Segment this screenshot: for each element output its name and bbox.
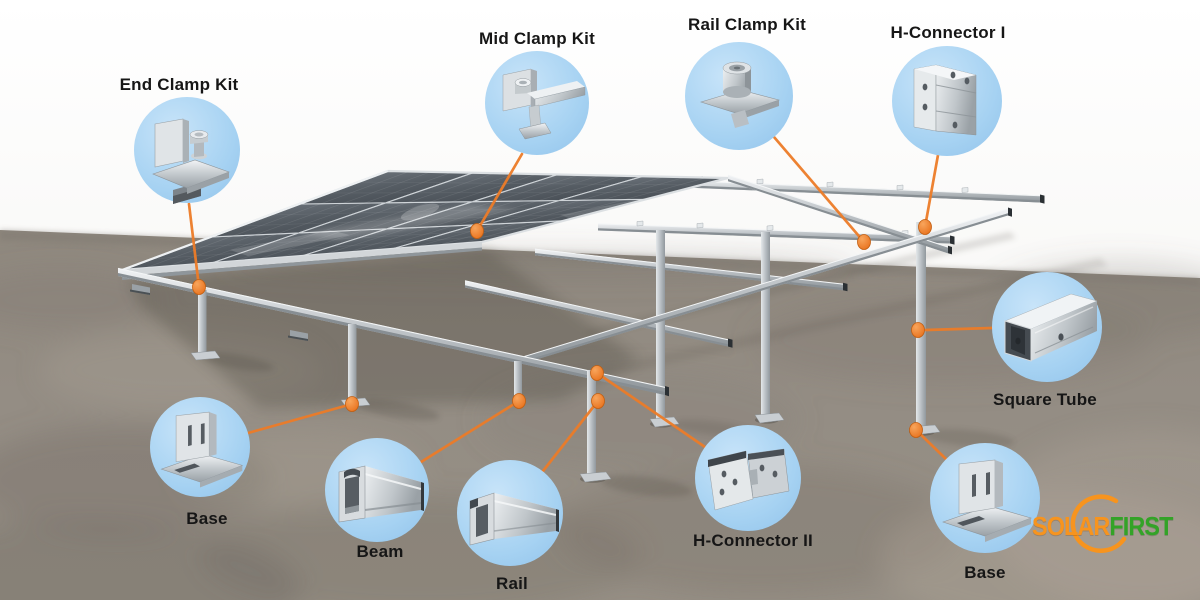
connector-line-square-tube	[924, 326, 994, 332]
dot-rail-clamp	[857, 234, 871, 250]
callout-bubble-h-connector-i	[892, 46, 1002, 156]
callout-bubble-base-rear	[930, 443, 1040, 553]
callout-label-h-conn-ii: H-Connector II	[693, 531, 813, 550]
h-connector-ii-illustration	[707, 448, 790, 511]
mid-clamp-illustration	[502, 68, 586, 140]
connector-line-base-front	[246, 402, 354, 435]
rail-clamp-illustration	[699, 61, 781, 128]
connector-line-rail	[541, 399, 600, 473]
callout-bubble-rail-clamp	[685, 42, 793, 150]
logo-text-solar: SOLAR	[1032, 511, 1110, 541]
callout-label-base-front: Base	[186, 509, 228, 528]
base-front-illustration	[160, 411, 244, 488]
brand-logo: SOLARFIRST	[1028, 492, 1188, 558]
dot-end-clamp	[192, 279, 206, 295]
panel-front-bar-shadow	[122, 247, 482, 280]
beam-illustration	[338, 465, 424, 523]
beam-end-stubs	[130, 284, 308, 341]
diagonal-beam	[519, 207, 1012, 365]
connector-line-h-conn-i	[923, 153, 940, 229]
mount-frame-front	[117, 267, 669, 483]
connector-line-end-clamp	[187, 202, 201, 289]
callout-bubbles	[134, 42, 1102, 566]
front-post-1	[190, 290, 221, 361]
connector-lines	[187, 135, 994, 473]
callout-label-base-rear: Base	[964, 563, 1006, 582]
logo-swoosh-icon	[1070, 494, 1127, 553]
dot-square-tube	[911, 322, 925, 338]
dot-h-conn-ii	[590, 365, 604, 381]
callout-bubble-end-clamp	[134, 97, 240, 204]
callout-label-square-tube: Square Tube	[993, 390, 1097, 409]
tilted-beams	[519, 174, 1012, 365]
h-connector-i-illustration	[913, 64, 977, 136]
front-post-3	[514, 361, 522, 403]
callout-label-rail-clamp: Rail Clamp Kit	[687, 15, 807, 34]
dot-mid-clamp	[470, 223, 484, 239]
logo-text-first: FIRST	[1109, 511, 1173, 541]
callout-bubble-square-tube	[992, 272, 1102, 382]
callout-bubble-rail	[457, 460, 563, 566]
dot-rail	[591, 393, 605, 409]
front-post-4	[579, 370, 612, 483]
dot-h-conn-i	[918, 219, 932, 235]
connector-line-h-conn-ii	[595, 371, 707, 449]
callout-label-mid-clamp: Mid Clamp Kit	[479, 29, 595, 48]
front-girder-tube	[117, 267, 669, 397]
dot-beam	[512, 393, 526, 409]
callout-bubble-h-connector-ii	[695, 425, 801, 531]
connector-line-mid-clamp	[475, 152, 524, 233]
connector-line-beam	[419, 399, 521, 464]
panel-front-bar	[122, 242, 482, 276]
callout-bubble-mid-clamp	[485, 51, 589, 155]
connector-line-rail-clamp	[772, 135, 866, 244]
callout-bubble-beam	[325, 438, 429, 542]
callout-label-h-conn-i: H-Connector I	[890, 23, 1006, 42]
dot-base-rear	[909, 422, 923, 438]
callout-label-end-clamp: End Clamp Kit	[119, 75, 239, 94]
rear-post-2	[754, 232, 785, 424]
callout-label-beam: Beam	[356, 542, 404, 561]
callout-label-rail: Rail	[496, 574, 528, 593]
square-tube-illustration	[1004, 293, 1098, 362]
logo-text: SOLARFIRST	[1032, 511, 1173, 541]
callout-bubble-base-front	[150, 397, 250, 497]
rail-illustration	[469, 492, 559, 546]
panel-left-edge	[121, 170, 389, 271]
end-clamp-illustration	[152, 118, 230, 204]
base-rear-illustration	[942, 459, 1032, 542]
dot-base-front	[345, 396, 359, 412]
connector-dots	[192, 219, 932, 438]
